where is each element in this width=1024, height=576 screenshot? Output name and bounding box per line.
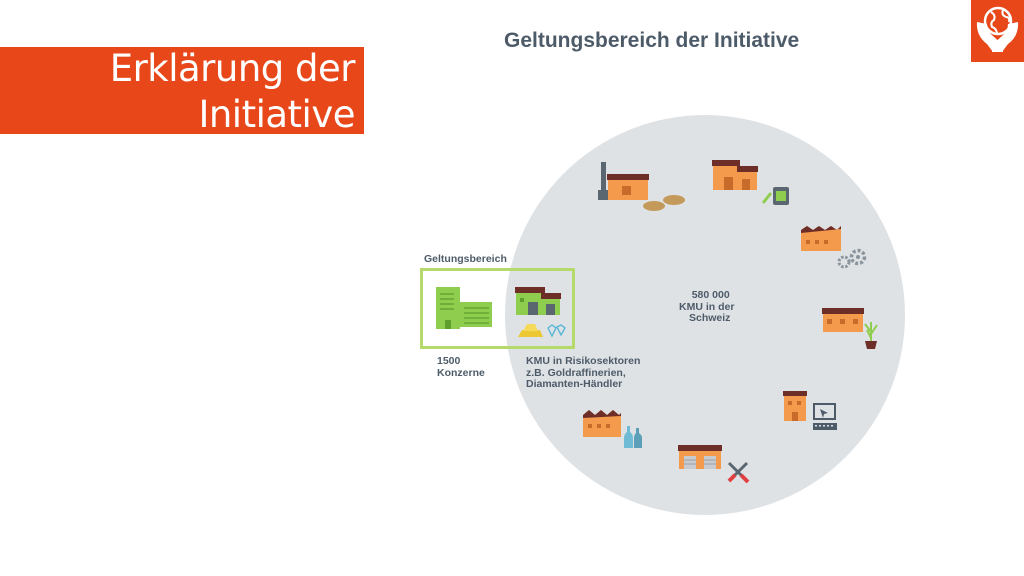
gear-icon bbox=[837, 248, 867, 269]
scope-box bbox=[420, 268, 575, 349]
bottling-factory-icon bbox=[583, 410, 621, 437]
small-office-icon bbox=[783, 391, 807, 421]
corporations-label: 1500 Konzerne bbox=[437, 355, 485, 379]
sme-text: KMU in der bbox=[679, 300, 735, 313]
corporations-text: Konzerne bbox=[437, 366, 485, 379]
corporations-count: 1500 bbox=[437, 355, 461, 367]
nursery-building-icon bbox=[822, 308, 864, 332]
risk-sme-line-3: Diamanten-Händler bbox=[526, 378, 623, 390]
office-tower-icon bbox=[436, 287, 492, 329]
risk-sme-line-1: KMU in Risikosektoren bbox=[526, 355, 641, 367]
garage-icon bbox=[678, 445, 722, 469]
sme-country: Schweiz bbox=[688, 312, 731, 324]
plant-icon bbox=[864, 322, 878, 349]
slide-title-line-1: Erklärung der bbox=[109, 47, 356, 90]
paint-bucket-icon bbox=[761, 187, 789, 205]
sme-count: 580 000 bbox=[691, 289, 730, 301]
workshop-icon bbox=[801, 226, 841, 251]
diagram-heading: Geltungsbereich der Initiative bbox=[504, 29, 800, 52]
tools-icon bbox=[727, 461, 750, 484]
gold-bars-icon bbox=[518, 324, 543, 337]
bakery-factory-icon bbox=[598, 162, 649, 200]
sme-label: 580 000 KMU in der Schweiz bbox=[679, 289, 735, 325]
computer-icon bbox=[813, 403, 837, 430]
scope-label: Geltungsbereich bbox=[424, 253, 507, 265]
risk-sme-label: KMU in Risikosektoren z.B. Goldraffineri… bbox=[526, 355, 641, 391]
globe-hands-logo-icon bbox=[971, 0, 1024, 62]
slide-title-line-2: Initiative bbox=[198, 93, 355, 136]
bread-icon bbox=[643, 195, 685, 211]
diamonds-icon bbox=[547, 324, 566, 338]
risk-sme-line-2: z.B. Goldraffinerien, bbox=[526, 366, 626, 379]
bottles-icon bbox=[624, 426, 642, 448]
title-bar: Erklärung der Initiative bbox=[0, 47, 364, 136]
paint-shop-icon bbox=[712, 160, 758, 190]
risk-factory-icon bbox=[515, 287, 561, 315]
